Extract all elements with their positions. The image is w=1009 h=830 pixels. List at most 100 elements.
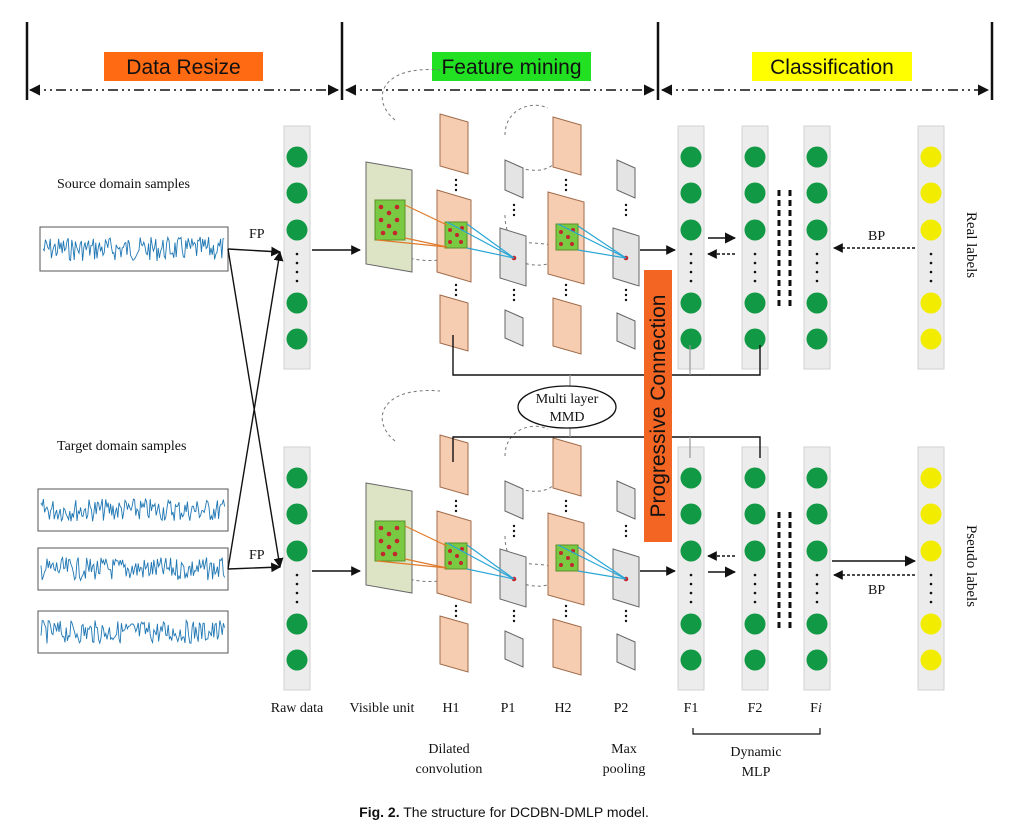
real-labels-text: Real labels — [963, 212, 979, 278]
kernel-dot — [448, 561, 452, 565]
label-fi: Fi — [810, 701, 822, 716]
kernel-dot — [386, 531, 392, 537]
ellipsis-dot — [753, 279, 757, 283]
mmd-block: Multi layer MMD — [452, 335, 761, 462]
ellipsis-dot — [564, 293, 568, 297]
neuron-node — [806, 649, 828, 671]
ellipsis-dot — [564, 499, 568, 503]
kernel-dot — [559, 563, 563, 567]
pool-link — [577, 546, 627, 580]
ellipsis-dot — [295, 270, 299, 274]
neuron-node — [920, 649, 942, 671]
ellipsis-dot — [295, 582, 299, 586]
kernel-dot — [566, 235, 570, 239]
conv-link — [404, 558, 448, 569]
ellipsis-dot — [815, 591, 819, 595]
label-raw-data: Raw data — [271, 701, 324, 716]
neuron-node — [920, 613, 942, 635]
neuron-node — [286, 182, 308, 204]
label-p2: P2 — [614, 701, 629, 716]
kernel-dot — [566, 556, 570, 560]
pool-link — [466, 568, 515, 580]
kernel-dot — [386, 544, 392, 550]
ellipsis-dot — [624, 524, 628, 528]
ellipsis-dot — [512, 208, 516, 212]
kernel-dot — [394, 525, 400, 531]
header-feature-mining-label: Feature mining — [441, 56, 581, 79]
ellipsis-dot — [624, 288, 628, 292]
loop-curve — [381, 390, 441, 442]
target-signal-2 — [37, 547, 229, 591]
ellipsis-dot — [624, 203, 628, 207]
neuron-node — [806, 292, 828, 314]
label-dynamic: Dynamic — [730, 745, 781, 760]
ellipsis-dot — [564, 283, 568, 287]
kernel-dot — [392, 230, 398, 236]
ellipsis-dot — [624, 208, 628, 212]
label-h2: H2 — [554, 701, 571, 716]
neuron-node — [806, 540, 828, 562]
ellipsis-dot — [753, 270, 757, 274]
kernel-dot — [386, 223, 392, 229]
ellipsis-dot — [624, 609, 628, 613]
ellipsis-dot — [753, 573, 757, 577]
neuron-node — [286, 292, 308, 314]
ellipsis-dot — [624, 213, 628, 217]
loop-curve — [519, 149, 559, 171]
ellipsis-dot — [689, 252, 693, 256]
neuron-node — [286, 649, 308, 671]
neuron-node — [744, 182, 766, 204]
pool-link — [466, 223, 515, 259]
h1-map — [439, 434, 469, 496]
ellipsis-dot — [689, 591, 693, 595]
loop-curve — [504, 425, 549, 457]
ellipsis-dot — [753, 600, 757, 604]
source-domain-label: Source domain samples — [57, 177, 190, 192]
label-convolution: convolution — [416, 762, 483, 777]
kernel-dot — [448, 549, 452, 553]
header-classification-label: Classification — [770, 56, 894, 79]
source-fi-column — [803, 125, 831, 370]
ellipsis-dot — [512, 203, 516, 207]
ellipsis-dot — [295, 591, 299, 595]
ellipsis-dot — [512, 619, 516, 623]
progressive-connection: Progressive Connection — [644, 270, 672, 542]
neuron-node — [744, 467, 766, 489]
label-dilated: Dilated — [428, 742, 469, 757]
ellipsis-dot — [454, 183, 458, 187]
ellipsis-dot — [753, 591, 757, 595]
ellipsis-dot — [512, 529, 516, 533]
neuron-node — [920, 328, 942, 350]
neuron-node — [920, 219, 942, 241]
pool-link — [557, 223, 627, 259]
conv-link — [376, 560, 448, 569]
ellipsis-dot — [689, 270, 693, 274]
ellipsis-dot — [512, 614, 516, 618]
ellipsis-dot — [454, 504, 458, 508]
ellipsis-dot — [454, 288, 458, 292]
label-p1: P1 — [501, 701, 516, 716]
signal-samples — [37, 226, 229, 654]
kernel-dot — [455, 554, 459, 558]
kernel-dot — [380, 551, 386, 557]
target-label-column — [917, 446, 945, 691]
ellipsis-dot — [564, 183, 568, 187]
h2-map — [552, 297, 582, 355]
target-signal-1 — [37, 488, 229, 532]
neuron-node — [920, 467, 942, 489]
ellipsis-dot — [815, 252, 819, 256]
conv-link — [404, 525, 448, 547]
label-mlp: MLP — [742, 765, 771, 780]
h2-map — [552, 116, 582, 176]
kernel-dot — [394, 538, 400, 544]
classifier-arrows: BP BP — [707, 190, 917, 632]
ellipsis-dot — [929, 261, 933, 265]
p1-map — [504, 159, 524, 199]
ellipsis-dot — [454, 499, 458, 503]
p1-map — [504, 480, 524, 520]
target-feature-block — [312, 390, 676, 676]
ellipsis-dot — [512, 293, 516, 297]
ellipsis-dot — [454, 188, 458, 192]
neuron-node — [744, 613, 766, 635]
